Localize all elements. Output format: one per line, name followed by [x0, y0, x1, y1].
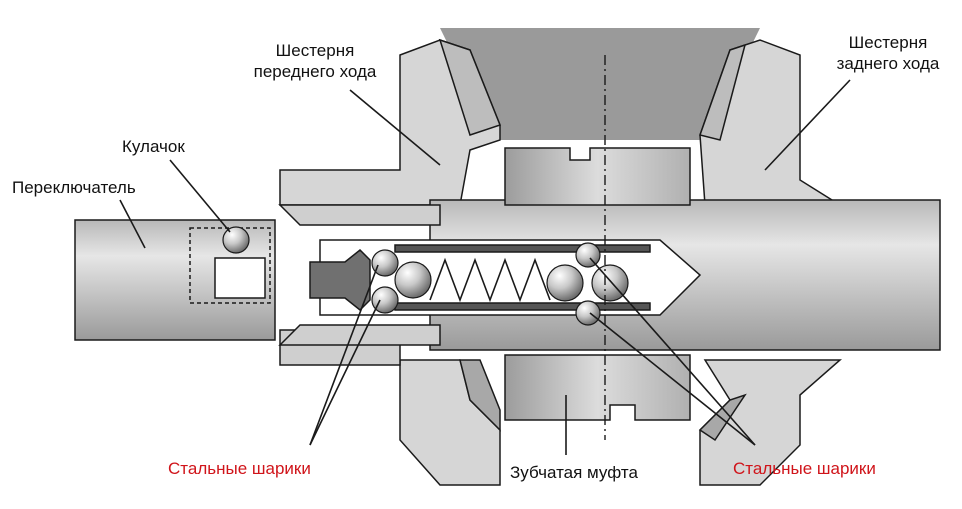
forward-gear: [279, 38, 501, 486]
reverse-gear-label-line2: заднего хода: [836, 54, 940, 73]
switch-label: Переключатель: [12, 178, 136, 197]
forward-gear-label-line2: переднего хода: [253, 62, 377, 81]
leader-lines: [119, 79, 851, 455]
dog-clutch: [504, 147, 691, 421]
steel-balls: [222, 226, 629, 326]
reverse-gear-label: Шестерня заднего хода: [818, 32, 958, 74]
spring: [429, 257, 551, 303]
cam-label: Кулачок: [122, 137, 185, 156]
shaft-bore: [309, 239, 702, 316]
steel-balls-left-label: Стальные шарики: [168, 459, 311, 478]
reverse-gear: [698, 39, 843, 486]
dog-clutch-label: Зубчатая муфта: [510, 463, 638, 482]
steel-balls-right-label: Стальные шарики: [733, 459, 876, 478]
reverse-gear-label-line1: Шестерня: [848, 33, 928, 52]
forward-gear-label: Шестерня переднего хода: [245, 40, 385, 82]
drive-pinion: [440, 28, 760, 140]
forward-gear-label-line1: Шестерня: [275, 41, 355, 60]
